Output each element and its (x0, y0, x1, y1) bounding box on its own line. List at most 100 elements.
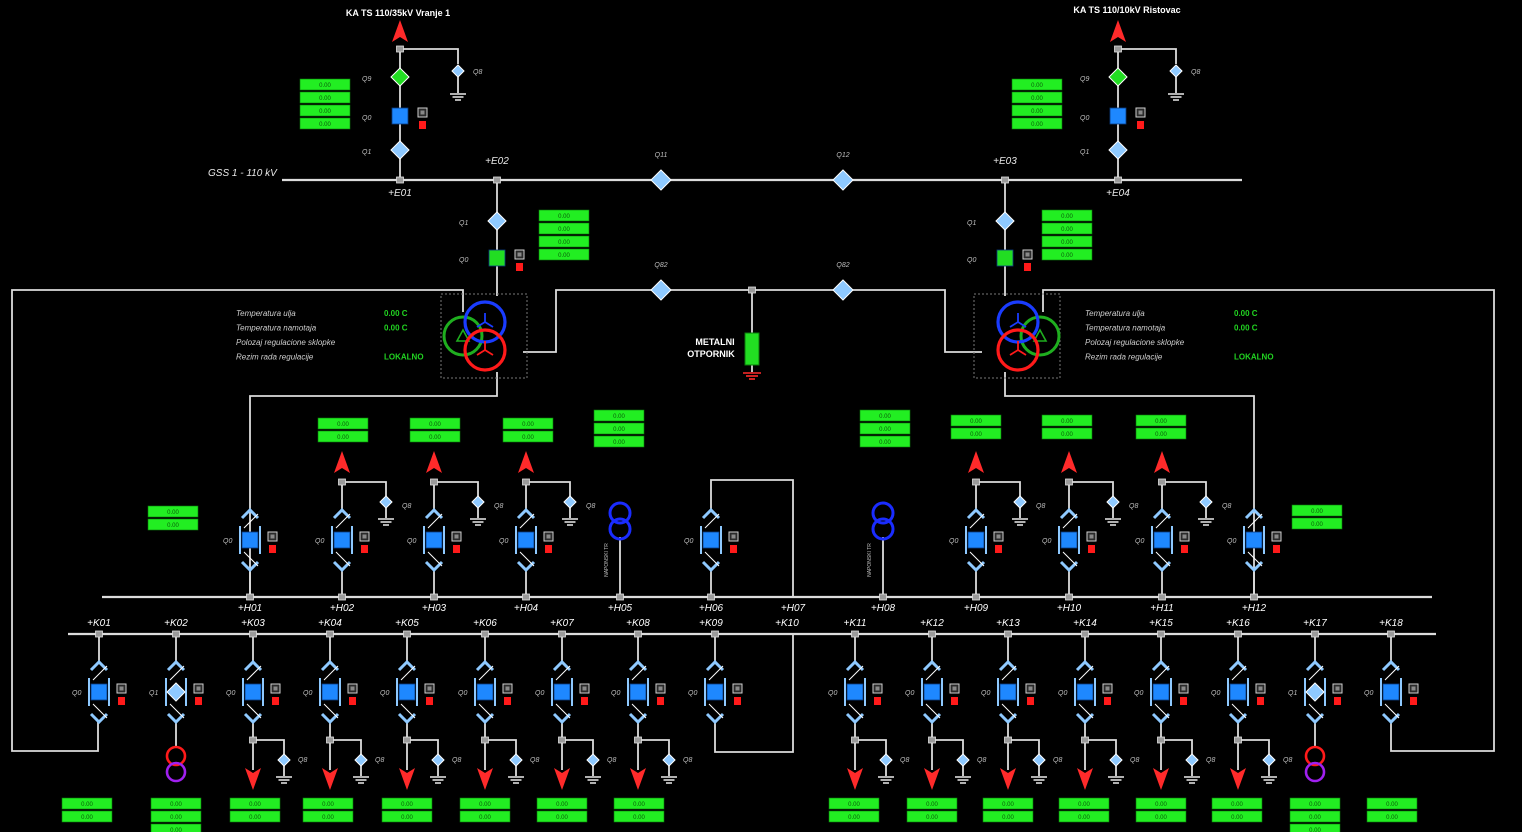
measurement-value-box (538, 209, 590, 222)
measurement-value: 0.00 (1155, 419, 1167, 425)
incoming-circuit-breaker-q0[interactable] (391, 107, 409, 125)
measurement-value-box (1291, 504, 1343, 517)
feeder-circuit-breaker[interactable] (1245, 531, 1263, 549)
feeder-circuit-breaker[interactable] (629, 683, 647, 701)
feeder-circuit-breaker[interactable] (241, 531, 259, 549)
earthing-switch-q8[interactable] (277, 753, 291, 767)
feeder-node (1081, 736, 1089, 744)
earthing-switch-q8[interactable] (509, 753, 523, 767)
earthing-switch-q8[interactable] (956, 753, 970, 767)
measurement-value-box (299, 117, 351, 130)
feeder-circuit-breaker[interactable] (553, 683, 571, 701)
earthing-switch-q8[interactable] (1262, 753, 1276, 767)
earthing-switch-q8[interactable] (879, 753, 893, 767)
earthing-switch-q8[interactable] (1013, 495, 1027, 509)
line-disconnector-q9[interactable] (1108, 67, 1128, 87)
cart-chevron-bottom (397, 712, 417, 725)
measurement-value-box (536, 810, 588, 823)
earthing-switch-q8[interactable] (431, 753, 445, 767)
neutral-switch-left-q82[interactable] (650, 279, 672, 301)
auxiliary-transformer-icon (165, 745, 187, 783)
measurement-value-box (299, 91, 351, 104)
coupler-label-q12: Q12 (836, 152, 849, 159)
delta-symbol (1032, 328, 1048, 342)
local-remote-indicator-dot (362, 534, 367, 539)
wye-symbol (1017, 321, 1027, 328)
earthing-switch-q8[interactable] (1199, 495, 1213, 509)
transformer-circuit-breaker-q0[interactable] (996, 249, 1014, 267)
earthing-switch-q8[interactable] (1032, 753, 1046, 767)
bus-disconnector-q1[interactable] (1108, 140, 1128, 160)
feeder-bus-node (1157, 630, 1165, 638)
neutral-switch-right-q82[interactable] (832, 279, 854, 301)
earthing-switch-q8[interactable] (1109, 753, 1123, 767)
incoming-title-ristovac: KA TS 110/10kV Ristovac (1073, 5, 1180, 15)
feeder-circuit-breaker[interactable] (999, 683, 1017, 701)
feeder-circuit-breaker[interactable] (476, 683, 494, 701)
feeder-circuit-breaker[interactable] (517, 531, 535, 549)
cart-chevron-top (243, 659, 263, 672)
feeder-circuit-breaker[interactable] (398, 683, 416, 701)
cart-chevron-top (516, 507, 536, 520)
feeder-circuit-breaker[interactable] (244, 683, 262, 701)
line-earthing-switch-q8[interactable] (451, 64, 465, 78)
earthing-switch-q8[interactable] (662, 753, 676, 767)
feeder-disconnector[interactable] (1305, 682, 1325, 702)
alarm-indicator (1180, 697, 1187, 705)
earthing-branch-line (1238, 739, 1270, 748)
feeder-circuit-breaker[interactable] (1153, 531, 1171, 549)
bus-coupler-q12[interactable] (832, 169, 854, 191)
transformer-circuit-breaker-q0[interactable] (488, 249, 506, 267)
cart-chevron-top (89, 659, 109, 672)
earthing-switch-q8[interactable] (471, 495, 485, 509)
earthing-branch-line (1069, 481, 1114, 490)
feeder-circuit-breaker[interactable] (90, 683, 108, 701)
feeder-circuit-breaker[interactable] (1076, 683, 1094, 701)
line-earthing-switch-q8[interactable] (1169, 64, 1183, 78)
feeder-circuit-breaker[interactable] (923, 683, 941, 701)
earthing-switch-q8[interactable] (1106, 495, 1120, 509)
earthing-switch-q8[interactable] (379, 495, 393, 509)
feeder-circuit-breaker[interactable] (1060, 531, 1078, 549)
transformer-disconnector-q1[interactable] (487, 211, 507, 231)
incoming-circuit-breaker-q0[interactable] (1109, 107, 1127, 125)
measurement-value: 0.00 (170, 828, 182, 832)
feeder-circuit-breaker[interactable] (1152, 683, 1170, 701)
earthing-switch-q8[interactable] (563, 495, 577, 509)
cart-contact (1384, 703, 1400, 719)
line-disconnector-q9[interactable] (390, 67, 410, 87)
cart-chevron-top (628, 659, 648, 672)
tertiary-winding-circle (1019, 315, 1061, 357)
cart-contact (1247, 513, 1263, 529)
measurement-panel: 0.000.00 (302, 797, 354, 823)
feeder-circuit-breaker[interactable] (846, 683, 864, 701)
feeder-circuit-breaker[interactable] (967, 531, 985, 549)
transformer-disconnector-q1[interactable] (995, 211, 1015, 231)
feeder-switch-label: Q0 (535, 690, 544, 697)
feeder-circuit-breaker[interactable] (425, 531, 443, 549)
feeder-circuit-breaker[interactable] (321, 683, 339, 701)
transformer-info-label-left: Rezim rada regulacije (236, 353, 314, 362)
feeder-circuit-breaker[interactable] (1382, 683, 1400, 701)
delta-symbol (455, 328, 471, 342)
transformer-info-label-left: Temperatura namotaja (236, 324, 317, 333)
earthing-switch-q8[interactable] (1185, 753, 1199, 767)
feeder-disconnector[interactable] (166, 682, 186, 702)
transformer-info-label-right: Temperatura namotaja (1085, 324, 1166, 333)
cart-chevron-bottom (705, 712, 725, 725)
earthing-switch-q8[interactable] (586, 753, 600, 767)
feeder-circuit-breaker[interactable] (702, 531, 720, 549)
bus-disconnector-q1[interactable] (390, 140, 410, 160)
measurement-value-box (317, 417, 369, 430)
feeder-circuit-breaker[interactable] (706, 683, 724, 701)
feeder-circuit-breaker[interactable] (1229, 683, 1247, 701)
withdrawable-cart-icon (1151, 507, 1173, 573)
bus-coupler-q11[interactable] (650, 169, 672, 191)
cart-chevron-bottom (1151, 712, 1171, 725)
aux-winding-circle (165, 745, 187, 767)
measurement-value: 0.00 (1061, 240, 1073, 246)
measurement-panel: 0.000.00 (409, 417, 461, 443)
feeder-circuit-breaker[interactable] (333, 531, 351, 549)
feeder-node (928, 736, 936, 744)
earthing-switch-q8[interactable] (354, 753, 368, 767)
